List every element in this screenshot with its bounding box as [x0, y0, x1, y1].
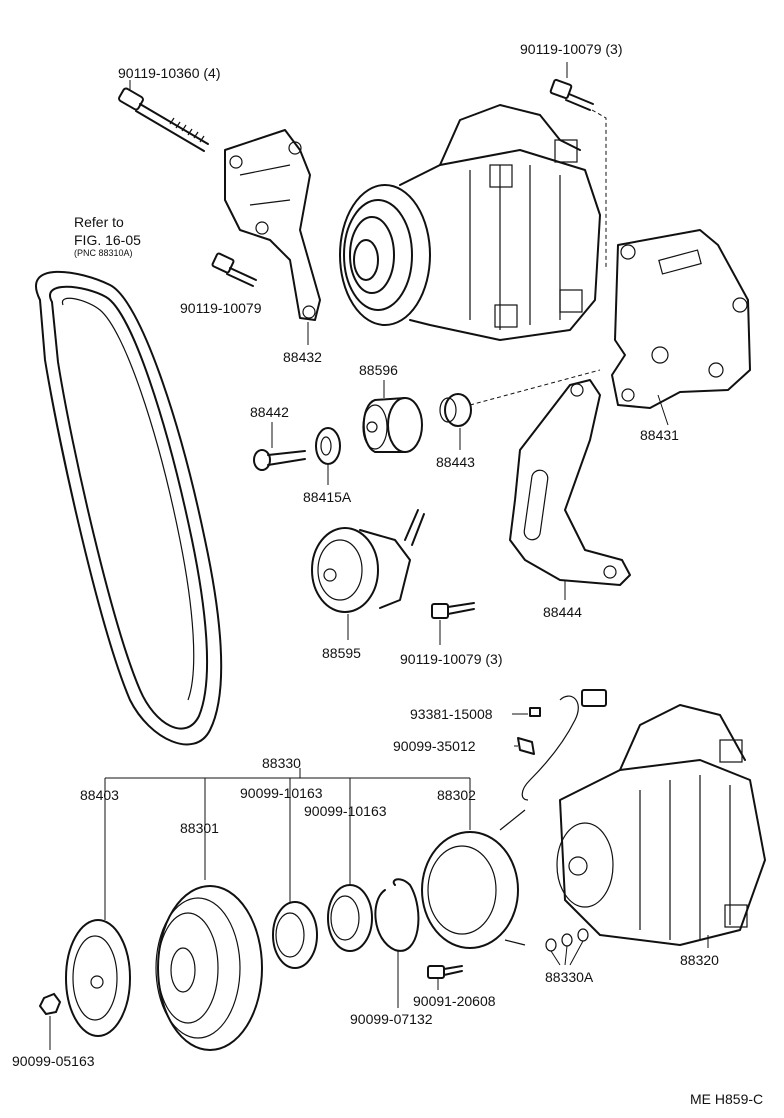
label-88443: 88443: [436, 454, 475, 470]
label-88301: 88301: [180, 820, 219, 836]
hub-88403: [65, 919, 131, 1037]
bracket-88432: [224, 129, 321, 321]
bearing-90099-10163-b: [327, 884, 373, 952]
label-88415A: 88415A: [303, 489, 352, 505]
bolt-90119-10079-top-right: [549, 78, 594, 111]
label-88431: 88431: [640, 427, 679, 443]
assembly-bracket-88330: [104, 768, 471, 920]
label-93381-15008: 93381-15008: [410, 706, 493, 722]
label-88432: 88432: [283, 349, 322, 365]
idler-pulley-88596: [362, 397, 423, 453]
field-coil-88302: [421, 809, 526, 949]
label-88595: 88595: [322, 645, 361, 661]
label-figure-code: ME H859-C: [690, 1091, 763, 1107]
bolt-88442: [253, 449, 306, 471]
label-90099-35012: 90099-35012: [393, 738, 476, 754]
washer-88415A: [315, 427, 341, 465]
drive-belt: [35, 270, 223, 746]
label-90091-20608: 90091-20608: [413, 993, 496, 1009]
label-refer-pnc: (PNC 88310A): [74, 248, 133, 258]
label-88330A: 88330A: [545, 969, 594, 985]
bracket-88444: [509, 379, 631, 586]
label-88302: 88302: [437, 787, 476, 803]
bolt-90119-10079-mid: [431, 602, 475, 619]
compressor-bottom-88320: [556, 704, 766, 946]
wire-clamp-assy: [517, 689, 607, 801]
snap-ring-90099-07132: [374, 878, 420, 952]
screw-90091-20608: [427, 965, 463, 979]
bushing-88443: [439, 393, 472, 427]
label-88444: 88444: [543, 604, 582, 620]
label-bolt-90119-10079-top: 90119-10079 (3): [520, 41, 622, 57]
label-88596: 88596: [359, 362, 398, 378]
label-bolt-90119-10360: 90119-10360 (4): [118, 65, 220, 81]
long-bolt-90119-10360: [118, 87, 209, 152]
bearing-90099-10163-a: [272, 901, 318, 969]
nut-90099-05163: [38, 992, 62, 1016]
label-refer-to: Refer to: [74, 214, 124, 230]
label-refer-fig: FIG. 16-05: [74, 232, 141, 248]
label-88442: 88442: [250, 404, 289, 420]
pulley-88301: [155, 885, 263, 1051]
label-90099-10163-b: 90099-10163: [304, 803, 387, 819]
tensioner-pulley-88595: [311, 509, 425, 613]
bolt-90119-10079-left: [211, 252, 257, 287]
label-90099-10163-a: 90099-10163: [240, 785, 323, 801]
label-bolt-90119-10079-mid: 90119-10079 (3): [400, 651, 502, 667]
label-88403: 88403: [80, 787, 119, 803]
compressor-top: [339, 104, 601, 341]
label-bolt-90119-10079-left: 90119-10079: [180, 300, 262, 316]
label-88320: 88320: [680, 952, 719, 968]
label-90099-07132: 90099-07132: [350, 1011, 433, 1027]
bracket-88431: [611, 229, 751, 409]
label-90099-05163: 90099-05163: [12, 1053, 95, 1069]
label-88330: 88330: [262, 755, 301, 771]
